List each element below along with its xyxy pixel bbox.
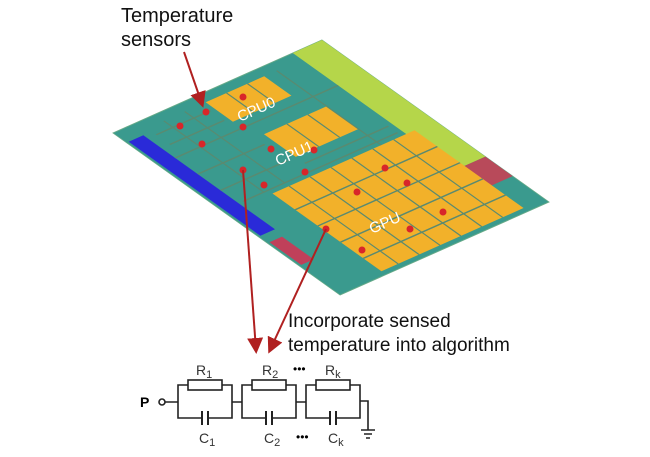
temperature-sensor-dot (381, 164, 389, 172)
temperature-sensor-dot (239, 123, 247, 131)
to-model-arrow-1 (242, 169, 264, 354)
temperature-sensor-dot (439, 208, 447, 216)
temperature-sensor-dot (198, 140, 206, 148)
temperature-sensor-dot (358, 246, 366, 254)
incorporate-label-line1: Incorporate sensed (288, 311, 451, 332)
temperature-sensor-dot (239, 93, 247, 101)
r1-label: R1 (196, 362, 212, 381)
ck-label: Ck (328, 430, 344, 449)
temperature-sensor-dot (267, 145, 275, 153)
resistor-rk (315, 379, 351, 391)
c2-label: C2 (264, 430, 280, 449)
resistor-r2 (251, 379, 287, 391)
rk-name: R (325, 362, 336, 378)
r1-name: R (196, 362, 207, 378)
r2-name: R (262, 362, 273, 378)
r1-sub: 1 (206, 369, 213, 381)
r2-sub: 2 (272, 369, 279, 381)
c1-sub: 1 (209, 437, 216, 449)
temperature-sensor-dot (301, 168, 309, 176)
gpu-block (272, 130, 524, 272)
capacitor-c1 (201, 410, 209, 426)
rk-label: Rk (325, 362, 341, 381)
temperature-sensor-dot (310, 146, 318, 154)
io-strip-blue (128, 135, 275, 236)
input-p-label: P (140, 394, 150, 410)
temperature-sensor-dot (202, 108, 210, 116)
incorporate-label: Incorporate sensed temperature into algo… (288, 310, 510, 358)
temperature-sensor-dot (260, 181, 268, 189)
ck-name: C (328, 430, 339, 446)
temperature-sensor-dot (353, 188, 361, 196)
temperature-sensor-dot (403, 179, 411, 187)
sensor-dots (176, 93, 447, 254)
capacitor-ck (329, 410, 337, 426)
sensors-label-line1: Temperature (121, 5, 234, 27)
ck-sub: k (338, 437, 344, 449)
temperature-sensor-dot (176, 122, 184, 130)
rk-sub: k (335, 369, 341, 381)
sensors-label: Temperature sensors (121, 4, 233, 52)
c-ellipsis: ••• (296, 430, 309, 444)
io-strip-green (292, 39, 486, 170)
c1-label: C1 (199, 430, 215, 449)
c2-name: C (264, 430, 275, 446)
temperature-sensor-dot (406, 225, 414, 233)
resistor-r1 (187, 379, 223, 391)
sensor-arrow (183, 51, 206, 108)
r-ellipsis: ••• (293, 362, 306, 376)
c1-name: C (199, 430, 210, 446)
r2-label: R2 (262, 362, 278, 381)
to-model-arrow-2 (267, 228, 327, 354)
capacitor-c2 (265, 410, 273, 426)
incorporate-label-line2: temperature into algorithm (288, 335, 510, 356)
chip-die (112, 39, 550, 296)
sensors-label-line2: sensors (121, 29, 192, 51)
c2-sub: 2 (274, 437, 281, 449)
